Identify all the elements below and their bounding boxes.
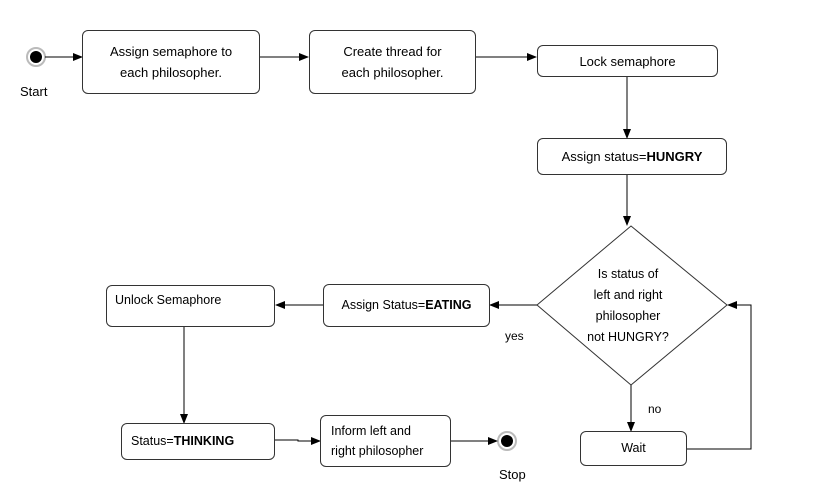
assign-semaphore-node: Assign semaphore to each philosopher.	[82, 30, 260, 94]
assign-eating-node: Assign Status=EATING	[323, 284, 490, 327]
start-label: Start	[20, 84, 48, 99]
edge-thinking-to-inform	[275, 437, 321, 445]
assign-eating-value: EATING	[425, 298, 472, 312]
lock-semaphore-node: Lock semaphore	[537, 45, 718, 77]
stop-label: Stop	[499, 467, 526, 482]
assign-eating-text: Assign Status=	[341, 298, 426, 312]
yes-label: yes	[505, 329, 524, 343]
assign-hungry-value: HUNGRY	[646, 149, 703, 164]
assign-hungry-node: Assign status=HUNGRY	[537, 138, 727, 175]
edge-wait-loop-to-decision	[687, 301, 752, 450]
assign-hungry-text: Assign status=	[561, 149, 647, 164]
no-label: no	[648, 402, 662, 416]
status-thinking-node: Status=THINKING	[121, 423, 275, 460]
decision-text: Is status of left and right philosopher …	[587, 267, 669, 344]
create-thread-node: Create thread for each philosopher.	[309, 30, 476, 94]
wait-node: Wait	[580, 431, 687, 466]
unlock-semaphore-node: Unlock Semaphore	[106, 285, 275, 327]
status-thinking-text: Status=	[131, 434, 174, 448]
status-thinking-value: THINKING	[173, 434, 235, 448]
inform-node: Inform left and right philosopher	[320, 415, 451, 467]
